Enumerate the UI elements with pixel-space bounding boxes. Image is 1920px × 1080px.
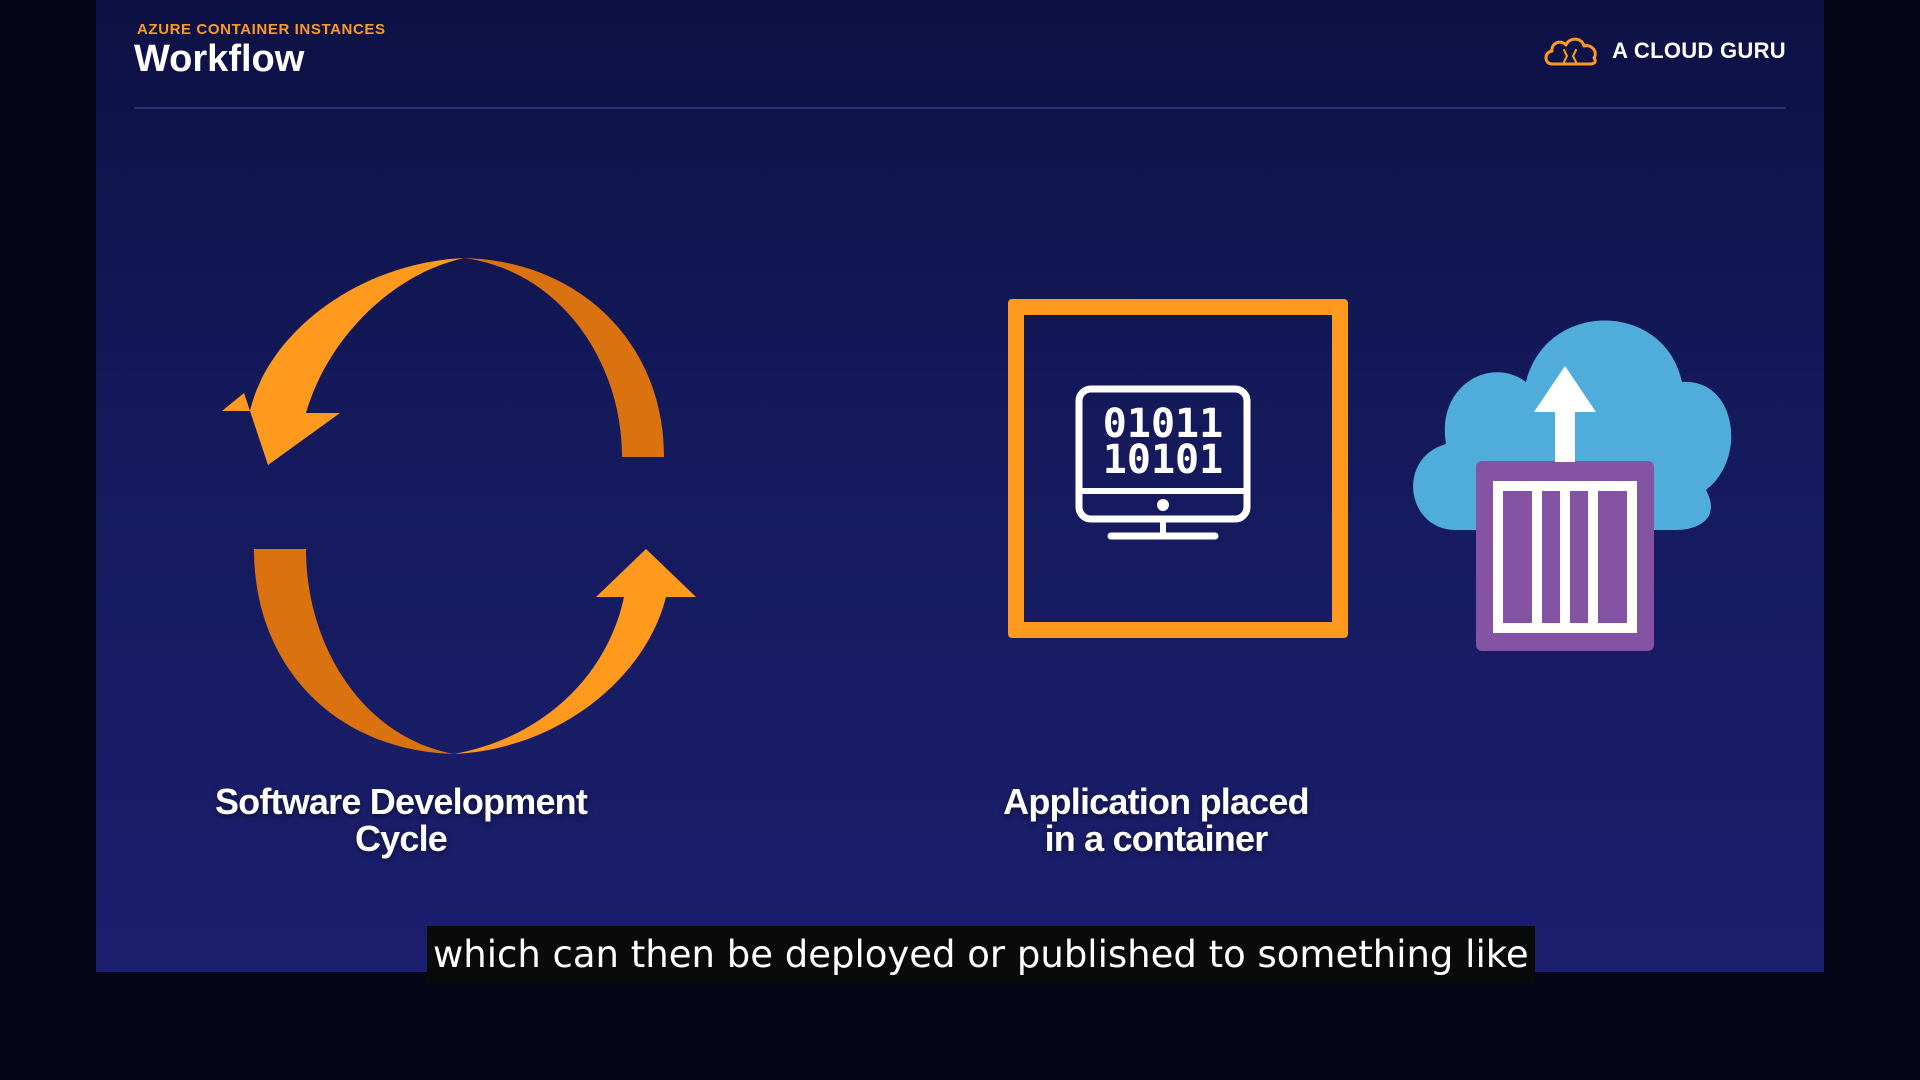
step-label-line: Application placed: [1003, 781, 1309, 822]
slide-eyebrow: AZURE CONTAINER INSTANCES: [137, 21, 386, 38]
app-container-box: 01011 10101: [1008, 299, 1348, 638]
brand-logo: A CLOUD GURU: [1542, 34, 1786, 68]
refresh-cycle-icon: [222, 258, 696, 754]
slide: AZURE CONTAINER INSTANCES Workflow A CLO…: [96, 0, 1824, 972]
step-label-software-development: Software Development Cycle: [186, 783, 616, 857]
cloud-upload-container-icon: [1413, 320, 1732, 651]
step-label-line: Cycle: [354, 818, 448, 859]
cloud-logo-icon: [1544, 37, 1597, 66]
step-label-line: Software Development: [214, 781, 588, 822]
subtitle-caption: which can then be deployed or published …: [427, 926, 1535, 984]
step-label-line: in a container: [1044, 818, 1269, 859]
monitor-binary-icon: 01011 10101: [1075, 385, 1251, 540]
slide-title: Workflow: [134, 38, 305, 80]
binary-line-1: 01011: [1103, 401, 1223, 447]
header-divider: [134, 107, 1786, 109]
step-label-application-container: Application placed in a container: [946, 783, 1366, 857]
binary-line-2: 10101: [1103, 437, 1223, 483]
brand-name: A CLOUD GURU: [1612, 38, 1786, 63]
